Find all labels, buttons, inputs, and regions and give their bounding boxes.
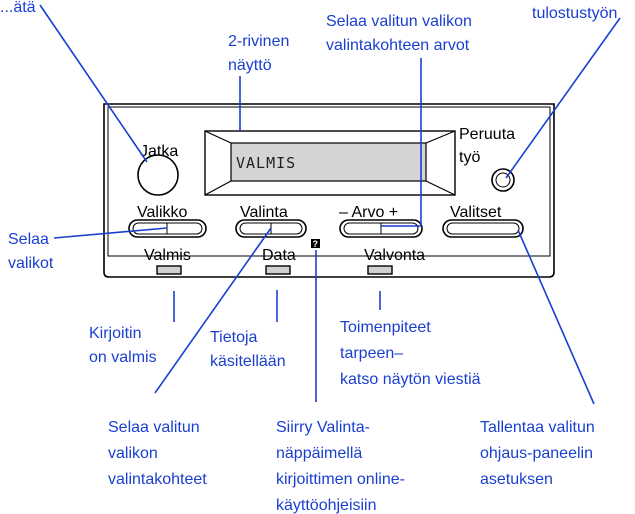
callout-scroll-items-line2: valikon: [108, 445, 158, 462]
help-icon: ?: [311, 239, 320, 249]
callout-scroll-values-line1: Selaa valitun valikon: [326, 13, 472, 30]
callout-scroll-items-line1: Selaa valitun: [108, 419, 200, 436]
valinta-label: Valinta: [240, 204, 288, 221]
valikko-label: Valikko: [137, 204, 187, 221]
callout-labels: ...ätä 2-rivinen näyttö Selaa valitun va…: [0, 0, 617, 514]
callout-scroll-items-line3: valintakohteet: [108, 471, 207, 488]
lcd-text: VALMIS: [236, 154, 296, 172]
callout-ready-line2: on valmis: [89, 349, 157, 366]
arvo-label: – Arvo +: [339, 204, 398, 221]
callout-scroll-values-line2: valintakohteen arvot: [326, 37, 470, 54]
arvo-rocker-button[interactable]: [339, 219, 423, 238]
jatka-button[interactable]: [137, 154, 179, 196]
callout-data-line1: Tietoja: [210, 329, 258, 346]
data-status-label: Data: [262, 247, 296, 264]
help-badge-text: ?: [313, 239, 319, 249]
callout-help-line1: Siirry Valinta-: [276, 419, 370, 436]
valitset-button[interactable]: [442, 219, 524, 238]
callout-help-line3: kirjoittimen online-: [276, 471, 405, 488]
valikko-rocker-button[interactable]: [128, 219, 207, 238]
callout-help-line2: näppäimellä: [276, 445, 362, 462]
callout-save-line3: asetuksen: [480, 471, 553, 488]
callout-leaders: [39, 4, 621, 405]
callout-scroll-menus-line2: valikot: [8, 255, 54, 272]
callout-attention-line2: tarpeen–: [340, 345, 403, 362]
callout-ready-line1: Kirjoitin: [89, 325, 141, 342]
callout-scroll-menus-line1: Selaa: [8, 231, 49, 248]
callout-attention-line1: Toimenpiteet: [340, 319, 431, 336]
callout-attention-line3: katso näytön viestiä: [340, 371, 481, 388]
data-indicator-light: [265, 265, 291, 275]
callout-save-line2: ohjaus-paneelin: [480, 445, 593, 462]
valitset-label: Valitset: [450, 204, 502, 221]
callout-display-line2: näyttö: [228, 57, 272, 74]
valmis-status-label: Valmis: [144, 247, 191, 264]
valmis-indicator-light: [156, 265, 182, 275]
peruuta-label-line2: työ: [459, 149, 480, 166]
lcd-display: VALMIS: [204, 130, 456, 196]
callout-top-left: ...ätä: [0, 0, 36, 16]
peruuta-label-line1: Peruuta: [459, 126, 515, 143]
valvonta-indicator-light: [367, 265, 393, 275]
callout-save-line1: Tallentaa valitun: [480, 419, 595, 436]
callout-data-line2: käsitellään: [210, 353, 286, 370]
jatka-label: Jatka: [140, 143, 178, 160]
callout-help-line4: käyttöohjeisiin: [276, 497, 377, 514]
valvonta-status-label: Valvonta: [364, 247, 425, 264]
callout-top-right: tulostustyön: [532, 5, 617, 22]
callout-display-line1: 2-rivinen: [228, 33, 289, 50]
